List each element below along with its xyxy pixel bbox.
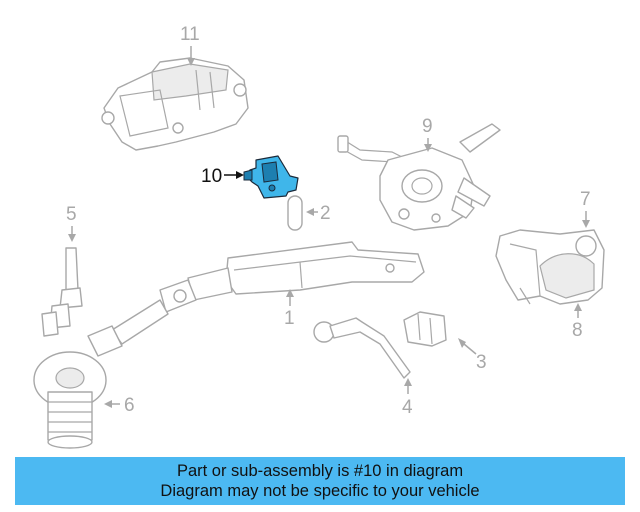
svg-text:5: 5 [66,204,77,225]
svg-text:11: 11 [180,24,200,45]
part-4-tilt-lever [313,317,411,379]
svg-text:3: 3 [476,352,487,373]
callout-5: 5 [66,204,77,242]
callout-9: 9 [422,116,433,152]
callout-11: 11 [180,24,200,66]
part-10-switch-highlighted[interactable] [243,155,299,199]
part-11-module [101,57,249,151]
part-3-bracket [403,311,447,347]
svg-text:10: 10 [201,166,222,187]
part-1-steering-column [87,241,425,357]
callout-7: 7 [580,189,591,228]
svg-text:4: 4 [402,397,413,418]
part-7-column-shroud [495,229,605,305]
banner-line-disclaimer: Diagram may not be specific to your vehi… [160,482,480,500]
part-6-boot-seal [33,351,107,449]
svg-text:8: 8 [572,320,583,341]
part-2-plug [287,195,303,231]
callout-10: 10 [201,166,244,187]
banner-line-part-info: Part or sub-assembly is #10 in diagram [176,462,464,480]
svg-text:6: 6 [124,395,135,416]
callout-3: 3 [458,338,487,373]
callout-2: 2 [306,203,331,224]
part-9-multifunction-switch [337,123,501,231]
svg-text:1: 1 [284,308,295,329]
svg-text:7: 7 [580,189,591,210]
callout-6: 6 [104,395,135,416]
part-5-intermediate-shaft [41,247,83,337]
svg-text:9: 9 [422,116,433,137]
callout-8: 8 [572,303,583,341]
callout-4: 4 [402,378,413,418]
svg-text:2: 2 [320,203,331,224]
info-banner: Part or sub-assembly is #10 in diagram D… [15,457,625,505]
callout-1: 1 [284,289,295,329]
